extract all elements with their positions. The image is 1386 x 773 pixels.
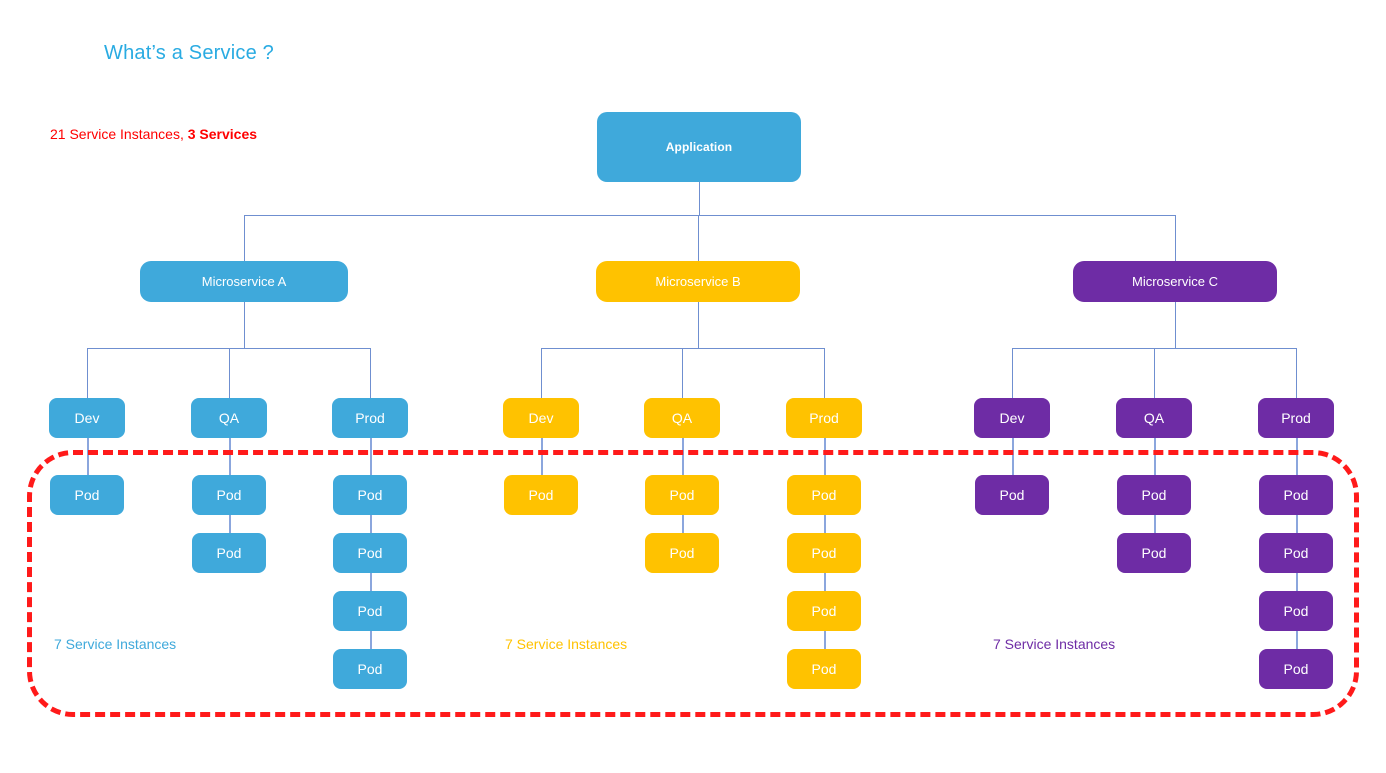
service-instances-label-1: 7 Service Instances bbox=[505, 636, 628, 652]
environment-drop-line-0-1 bbox=[229, 348, 230, 398]
environment-node-1-2[interactable]: Prod bbox=[786, 398, 862, 438]
environment-drop-line-1-0 bbox=[541, 348, 542, 398]
pod-link-line-2-1-0 bbox=[1154, 438, 1156, 475]
environment-node-1-1[interactable]: QA bbox=[644, 398, 720, 438]
pod-link-line-2-2-0 bbox=[1296, 438, 1298, 475]
service-instances-label-0: 7 Service Instances bbox=[54, 636, 177, 652]
pod-link-line-0-0-0 bbox=[87, 438, 89, 475]
pod-node-2-2-1[interactable]: Pod bbox=[1259, 533, 1333, 573]
application-stem-line bbox=[699, 182, 700, 215]
pod-link-line-1-2-0 bbox=[824, 438, 826, 475]
microservice-drop-line-0 bbox=[244, 215, 245, 261]
microservice-stem-line-1 bbox=[698, 302, 699, 348]
pod-node-0-1-0[interactable]: Pod bbox=[192, 475, 266, 515]
pod-link-line-1-0-0 bbox=[541, 438, 543, 475]
pod-node-2-0-0[interactable]: Pod bbox=[975, 475, 1049, 515]
pod-link-line-1-2-2 bbox=[824, 573, 826, 591]
pod-link-line-0-2-2 bbox=[370, 573, 372, 591]
pod-link-line-1-2-3 bbox=[824, 631, 826, 649]
environment-bus-line-0 bbox=[87, 348, 370, 349]
microservice-node-1[interactable]: Microservice B bbox=[596, 261, 800, 302]
application-node[interactable]: Application bbox=[597, 112, 801, 182]
summary-strong: 3 Services bbox=[187, 126, 258, 142]
pod-node-0-2-1[interactable]: Pod bbox=[333, 533, 407, 573]
pod-node-2-1-0[interactable]: Pod bbox=[1117, 475, 1191, 515]
pod-link-line-2-2-2 bbox=[1296, 573, 1298, 591]
pod-node-1-1-1[interactable]: Pod bbox=[645, 533, 719, 573]
summary-caption: 21 Service Instances, 3 Services bbox=[50, 126, 257, 142]
environment-drop-line-0-0 bbox=[87, 348, 88, 398]
microservice-drop-line-2 bbox=[1175, 215, 1176, 261]
environment-drop-line-0-2 bbox=[370, 348, 371, 398]
microservice-drop-line-1 bbox=[698, 215, 699, 261]
pod-link-line-0-2-0 bbox=[370, 438, 372, 475]
pod-link-line-1-1-0 bbox=[682, 438, 684, 475]
pod-node-0-2-0[interactable]: Pod bbox=[333, 475, 407, 515]
pod-node-2-2-2[interactable]: Pod bbox=[1259, 591, 1333, 631]
pod-link-line-1-2-1 bbox=[824, 515, 826, 533]
pod-node-1-2-0[interactable]: Pod bbox=[787, 475, 861, 515]
pod-node-2-2-3[interactable]: Pod bbox=[1259, 649, 1333, 689]
page-title: What’s a Service ? bbox=[104, 42, 274, 64]
pod-node-0-0-0[interactable]: Pod bbox=[50, 475, 124, 515]
environment-drop-line-1-2 bbox=[824, 348, 825, 398]
environment-node-2-0[interactable]: Dev bbox=[974, 398, 1050, 438]
pod-node-1-2-1[interactable]: Pod bbox=[787, 533, 861, 573]
pod-link-line-0-1-0 bbox=[229, 438, 231, 475]
pod-node-1-0-0[interactable]: Pod bbox=[504, 475, 578, 515]
pod-link-line-2-0-0 bbox=[1012, 438, 1014, 475]
environment-drop-line-1-1 bbox=[682, 348, 683, 398]
pod-node-0-1-1[interactable]: Pod bbox=[192, 533, 266, 573]
pod-link-line-0-2-1 bbox=[370, 515, 372, 533]
pod-link-line-2-2-1 bbox=[1296, 515, 1298, 533]
environment-node-0-2[interactable]: Prod bbox=[332, 398, 408, 438]
pod-link-line-2-1-1 bbox=[1154, 515, 1156, 533]
summary-prefix: 21 Service Instances, bbox=[50, 126, 188, 142]
environment-node-0-1[interactable]: QA bbox=[191, 398, 267, 438]
pod-link-line-0-2-3 bbox=[370, 631, 372, 649]
application-bus-line bbox=[245, 215, 1176, 216]
environment-node-0-0[interactable]: Dev bbox=[49, 398, 125, 438]
pod-node-0-2-2[interactable]: Pod bbox=[333, 591, 407, 631]
pod-node-2-2-0[interactable]: Pod bbox=[1259, 475, 1333, 515]
environment-node-1-0[interactable]: Dev bbox=[503, 398, 579, 438]
pod-node-0-2-3[interactable]: Pod bbox=[333, 649, 407, 689]
service-instances-label-2: 7 Service Instances bbox=[993, 636, 1116, 652]
environment-drop-line-2-2 bbox=[1296, 348, 1297, 398]
pod-link-line-0-1-1 bbox=[229, 515, 231, 533]
pod-node-1-1-0[interactable]: Pod bbox=[645, 475, 719, 515]
pod-node-2-1-1[interactable]: Pod bbox=[1117, 533, 1191, 573]
pod-node-1-2-2[interactable]: Pod bbox=[787, 591, 861, 631]
microservice-stem-line-0 bbox=[244, 302, 245, 348]
microservice-stem-line-2 bbox=[1175, 302, 1176, 348]
environment-drop-line-2-1 bbox=[1154, 348, 1155, 398]
microservice-node-2[interactable]: Microservice C bbox=[1073, 261, 1277, 302]
pod-link-line-2-2-3 bbox=[1296, 631, 1298, 649]
microservice-node-0[interactable]: Microservice A bbox=[140, 261, 348, 302]
pod-node-1-2-3[interactable]: Pod bbox=[787, 649, 861, 689]
pod-link-line-1-1-1 bbox=[682, 515, 684, 533]
environment-node-2-1[interactable]: QA bbox=[1116, 398, 1192, 438]
environment-node-2-2[interactable]: Prod bbox=[1258, 398, 1334, 438]
environment-drop-line-2-0 bbox=[1012, 348, 1013, 398]
